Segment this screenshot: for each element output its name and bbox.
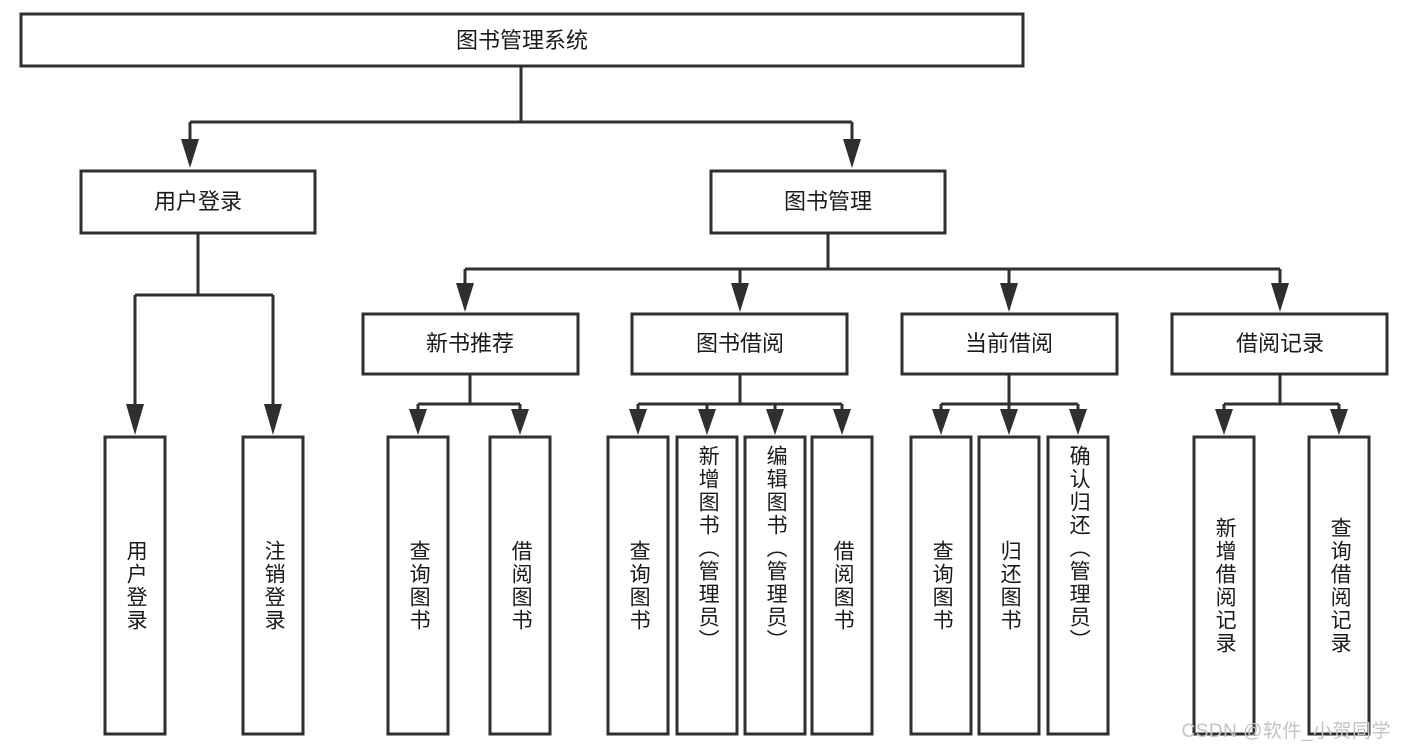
node-user-login[interactable]: 用户登录 [79,169,317,235]
node-current-borrow[interactable]: 当前借阅 [900,312,1119,376]
leaf-box-bookborrow-1[interactable] [675,435,739,736]
node-book-borrow-label: 图书借阅 [696,331,784,356]
leaf-box-borrowrecord-1[interactable] [1307,435,1371,736]
node-book-management-label: 图书管理 [784,189,872,214]
node-root-system-label: 图书管理系统 [456,28,588,53]
connector-bookborrow-to-leaves [629,374,851,435]
leaf-box-bookborrow-0[interactable] [606,435,670,736]
node-borrow-record-label: 借阅记录 [1236,331,1324,356]
leaf-box-user-login-0[interactable] [103,435,167,736]
connector-root-to-level2 [181,67,861,168]
node-book-management[interactable]: 图书管理 [709,169,947,235]
connector-currentborrow-to-leaves [932,374,1087,435]
leaf-box-newbook-1[interactable] [488,435,552,736]
connector-borrowrecord-to-leaves [1215,374,1348,435]
csdn-watermark: CSDN @软件_小贺同学 [1181,721,1391,742]
node-user-login-label: 用户登录 [154,189,242,214]
leaf-box-currentborrow-0[interactable] [909,435,973,736]
connector-userlogin-to-leaves [126,233,282,435]
node-root-system[interactable]: 图书管理系统 [19,12,1025,68]
node-new-book-recommend-label: 新书推荐 [426,331,514,356]
leaf-box-user-login-1[interactable] [241,435,305,736]
node-borrow-record[interactable]: 借阅记录 [1170,312,1389,376]
leaf-box-borrowrecord-0[interactable] [1192,435,1256,736]
leaf-box-bookborrow-2[interactable] [743,435,807,736]
connector-newbook-to-leaves [409,374,529,435]
leaf-box-currentborrow-1[interactable] [977,435,1041,736]
leaf-box-newbook-0[interactable] [386,435,450,736]
node-book-borrow[interactable]: 图书借阅 [630,312,849,376]
connector-bookmgmt-to-level3 [456,233,1289,312]
leaf-box-currentborrow-2[interactable] [1046,435,1110,736]
leaf-box-bookborrow-3[interactable] [810,435,874,736]
node-current-borrow-label: 当前借阅 [965,331,1053,356]
node-new-book-recommend[interactable]: 新书推荐 [361,312,580,376]
